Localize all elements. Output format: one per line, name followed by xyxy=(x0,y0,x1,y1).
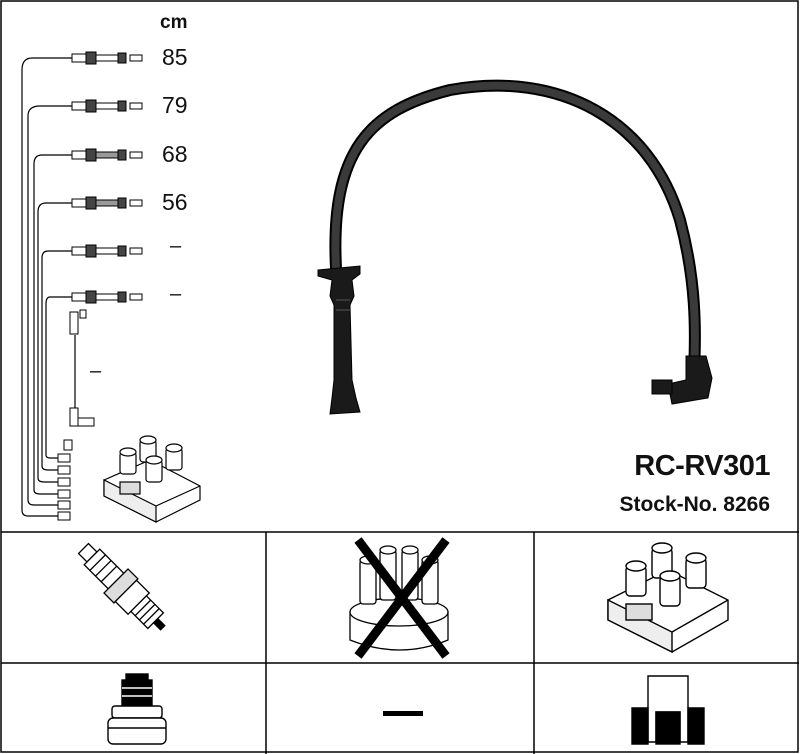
plug-connector-icon xyxy=(107,673,167,745)
lead-schematic xyxy=(21,57,76,517)
coil-terminal-icon xyxy=(631,675,705,745)
stock-number: Stock-No. 8266 xyxy=(619,493,770,516)
ignition-coil-icon xyxy=(607,542,729,654)
distributor-cap-crossed-icon xyxy=(349,537,450,659)
lead-connector-5 xyxy=(71,244,143,258)
lead-length-6: – xyxy=(170,283,182,305)
lead-length-3: 68 xyxy=(162,141,188,167)
spark-plug-icon xyxy=(77,542,166,631)
model-number: RC-RV301 xyxy=(634,450,770,482)
lead-connector-7-bottom xyxy=(69,407,95,427)
ignition-cable-icon xyxy=(317,79,713,415)
unit-label: cm xyxy=(160,12,188,33)
lead-length-5: – xyxy=(170,235,182,257)
lead-length-4: 56 xyxy=(162,189,188,215)
lead-length-1: 85 xyxy=(162,44,188,70)
small-coil-pack-icon xyxy=(103,435,201,523)
lead-connector-7-top xyxy=(69,309,87,335)
dash-icon xyxy=(383,711,423,716)
lead-connector-1 xyxy=(71,51,143,65)
lead-connectors xyxy=(57,51,143,521)
lead-length-2: 79 xyxy=(162,92,188,118)
lead-length-7: – xyxy=(90,360,102,382)
lead-connector-4 xyxy=(71,196,143,210)
lead-connector-3 xyxy=(71,148,143,162)
lead-connector-6 xyxy=(71,290,143,304)
bundle-terminals xyxy=(57,439,73,521)
lead-connector-2 xyxy=(71,99,143,113)
